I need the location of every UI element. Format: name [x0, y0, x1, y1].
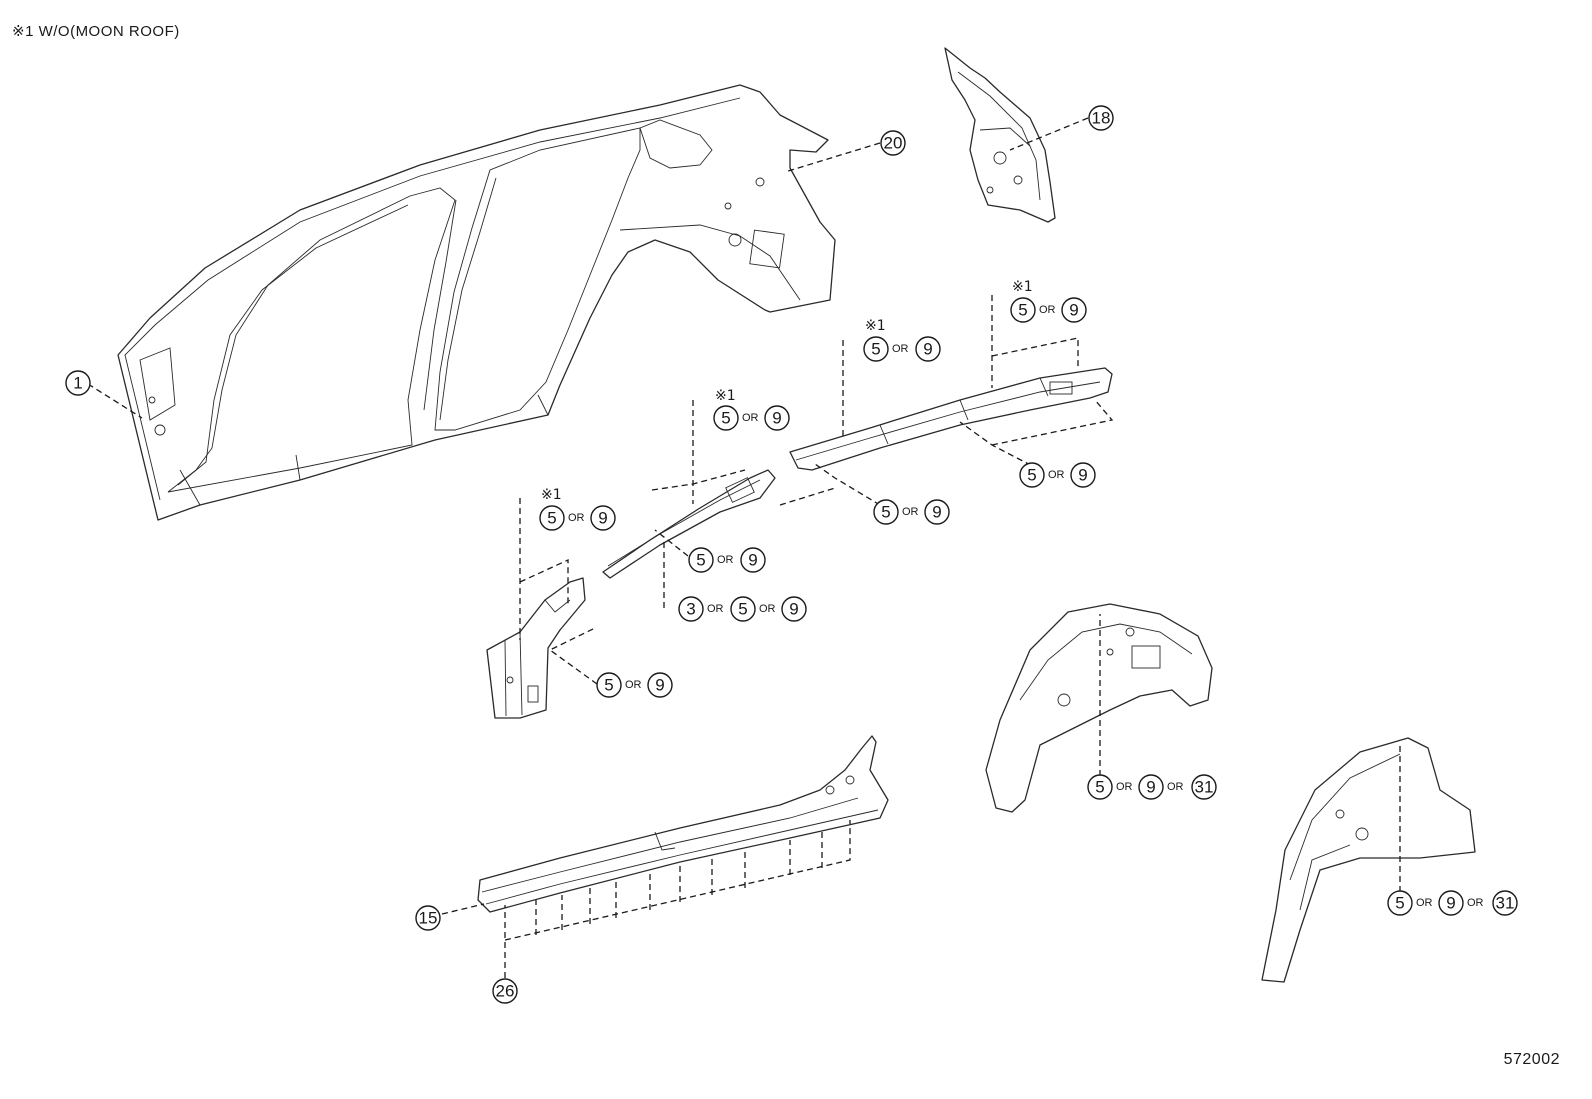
rear-wheel-house-outer	[985, 603, 1213, 813]
svg-text:3: 3	[686, 600, 695, 619]
svg-text:9: 9	[932, 503, 941, 522]
svg-text:9: 9	[1146, 778, 1155, 797]
body-side-outer-panel	[117, 84, 836, 521]
footnote-legend: ※1 W/O(MOON ROOF)	[12, 23, 180, 40]
rocker-panel-inner	[477, 735, 889, 913]
leader-lines	[87, 117, 1401, 978]
weld-callout-roof-front-moonroof: ※1 5 OR 9	[713, 388, 790, 431]
svg-text:5: 5	[1027, 466, 1036, 485]
svg-text:5: 5	[721, 409, 730, 428]
svg-text:9: 9	[748, 551, 757, 570]
svg-text:5: 5	[1395, 894, 1404, 913]
weld-callout-roof-front-three: 3 OR 5 OR 9	[678, 596, 807, 622]
callout-part-26: 26	[492, 978, 518, 1004]
quarter-inner-upper-panel	[944, 47, 1056, 223]
callout-part-18: 18	[1088, 105, 1114, 131]
svg-text:31: 31	[1195, 778, 1214, 797]
svg-text:5: 5	[1018, 301, 1027, 320]
weld-callout-wheelhouse-inner: 5 OR 9 OR 31	[1387, 890, 1518, 916]
svg-text:9: 9	[789, 600, 798, 619]
svg-text:5: 5	[881, 503, 890, 522]
svg-text:9: 9	[772, 409, 781, 428]
svg-text:OR: OR	[717, 554, 734, 566]
svg-text:31: 31	[1496, 894, 1515, 913]
svg-text:18: 18	[1092, 109, 1111, 128]
weld-callout-roof-front: 5 OR 9	[688, 547, 766, 573]
callout-part-15: 15	[415, 905, 441, 931]
roof-side-rail-inner	[789, 367, 1113, 471]
svg-text:20: 20	[884, 134, 903, 153]
svg-text:9: 9	[598, 509, 607, 528]
svg-text:OR: OR	[568, 512, 585, 524]
svg-text:※1: ※1	[865, 318, 886, 334]
svg-text:15: 15	[419, 909, 438, 928]
svg-text:5: 5	[547, 509, 556, 528]
svg-text:OR: OR	[742, 412, 759, 424]
svg-text:OR: OR	[625, 679, 642, 691]
figure-id: 572002	[1503, 1051, 1560, 1068]
roof-side-rail-front	[602, 469, 776, 579]
svg-text:9: 9	[1069, 301, 1078, 320]
svg-text:OR: OR	[1416, 897, 1433, 909]
svg-text:OR: OR	[1039, 304, 1056, 316]
svg-text:※1: ※1	[541, 487, 562, 503]
svg-text:OR: OR	[707, 603, 724, 615]
svg-text:OR: OR	[1048, 469, 1065, 481]
weld-callout-roof-rear: 5 OR 9	[1019, 462, 1096, 488]
callout-part-20: 20	[880, 130, 906, 156]
weld-callout-pillar-moonroof: ※1 5 OR 9	[539, 487, 616, 531]
weld-callout-roof-rear-moonroof: ※1 5 OR 9	[1010, 279, 1087, 323]
svg-text:9: 9	[923, 340, 932, 359]
weld-callout-roof-mid-moonroof: ※1 5 OR 9	[863, 318, 941, 362]
rear-wheel-house-inner	[1261, 737, 1476, 983]
svg-text:9: 9	[1078, 466, 1087, 485]
weld-callout-pillar: 5 OR 9	[596, 672, 673, 698]
callout-part-1: 1	[65, 370, 91, 396]
svg-text:OR: OR	[1167, 781, 1184, 793]
svg-text:OR: OR	[1467, 897, 1484, 909]
front-pillar-lower-inner	[486, 577, 586, 719]
svg-text:※1: ※1	[1012, 279, 1033, 295]
svg-text:※1: ※1	[715, 388, 736, 404]
svg-text:9: 9	[655, 676, 664, 695]
svg-text:9: 9	[1446, 894, 1455, 913]
svg-text:OR: OR	[759, 603, 776, 615]
svg-text:5: 5	[871, 340, 880, 359]
weld-callout-roof-mid: 5 OR 9	[873, 499, 950, 525]
svg-text:1: 1	[73, 374, 82, 393]
svg-text:5: 5	[738, 600, 747, 619]
svg-text:5: 5	[604, 676, 613, 695]
svg-text:26: 26	[496, 982, 515, 1001]
svg-text:OR: OR	[1116, 781, 1133, 793]
svg-text:5: 5	[696, 551, 705, 570]
svg-text:OR: OR	[892, 343, 909, 355]
svg-text:5: 5	[1095, 778, 1104, 797]
svg-text:OR: OR	[902, 506, 919, 518]
weld-callout-wheelhouse-outer: 5 OR 9 OR 31	[1087, 774, 1217, 800]
